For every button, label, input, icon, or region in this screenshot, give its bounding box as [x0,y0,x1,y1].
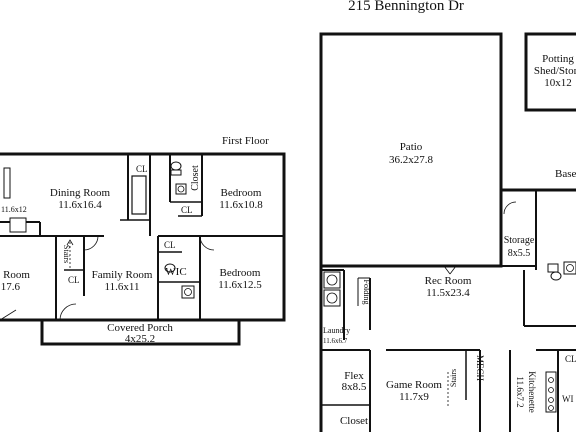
range-icon [545,371,557,413]
bedroom-2-dims: 11.6x12.5 [218,279,262,291]
family-room-dims: 11.6x11 [105,281,140,293]
laundry-dims: 11.6x6.7 [323,337,348,345]
bedroom-1-dims: 11.6x10.8 [219,199,263,211]
closet-abbrev-stairs: CL [68,275,80,285]
folding-label-vertical: Folding [362,280,371,305]
kitchenette-dims: 11.6x7.2 [515,376,525,407]
first-floor-label: First Floor [222,135,269,147]
storage-dims: 8x5.5 [508,248,531,259]
laundry-name: Laundry [323,326,350,335]
covered-porch-name: Covered Porch [107,322,173,334]
family-room-name: Family Room [92,269,153,281]
sink-icon [181,285,195,299]
potting-shed-name-line-1: Potting [542,53,574,65]
toilet-icon [170,161,182,171]
left-room-2-name: Room [3,269,30,281]
closet-abbrev-bath: CL [136,164,148,174]
address-title: 215 Bennington Dr [348,0,464,14]
dining-room-name: Dining Room [50,187,111,199]
sink-icon [563,261,576,275]
patio-name: Patio [400,141,423,153]
game-room-name: Game Room [386,379,442,391]
bedroom-1-name: Bedroom [221,187,262,199]
basement-plan: Patio 36.2x27.8 Potting Shed/Stora 10x12… [319,32,576,432]
sink-icon [175,183,187,195]
flex-room-dims: 8x8.5 [342,381,367,393]
stairs-label-basement: Stairs [449,369,458,387]
covered-porch-dims: 4x25.2 [125,333,155,345]
walk-in-closet-right: WI [562,394,574,404]
closet-bottom-label: Closet [340,415,368,427]
washer-icon [323,271,341,289]
stairs-label-vertical: Stairs [62,245,71,263]
potting-shed-dims: 10x12 [544,77,572,89]
walk-in-closet-label: WIC [165,266,186,278]
bathtub-icon [131,175,147,215]
potting-shed-name-line-2: Shed/Stora [534,65,576,77]
toilet-icon [164,263,176,273]
toilet-icon [550,271,562,281]
potting-shed-outline [524,32,576,112]
rec-room-name: Rec Room [425,275,472,287]
bedroom-2-name: Bedroom [220,267,261,279]
counter-icon [3,167,11,199]
first-floor-plan: 11.6x12 Dining Room 11.6x16.4 Bedroom 11… [0,152,286,346]
game-room-dims: 11.7x9 [399,391,429,403]
basement-label: Base [555,168,576,180]
closet-abbrev-bedroom: CL [181,205,193,215]
dryer-icon [323,289,341,307]
kitchenette-name: Kitchenette [527,371,537,412]
patio-dims: 36.2x27.8 [389,154,434,166]
mech-label-vertical: MECH [475,355,485,382]
covered-porch-outline [40,318,241,346]
closet-abbrev-wic: CL [164,240,176,250]
closet-abbrev-right: CL [565,354,576,364]
left-room-2-dims: 17.6 [1,281,21,293]
storage-name: Storage [504,235,535,246]
rec-room-dims: 11.5x23.4 [426,287,470,299]
flex-room-name: Flex [344,370,364,382]
dining-room-dims: 11.6x16.4 [58,199,102,211]
left-room-dims: 11.6x12 [1,205,27,214]
closet-label-vertical: Closet [190,165,201,191]
